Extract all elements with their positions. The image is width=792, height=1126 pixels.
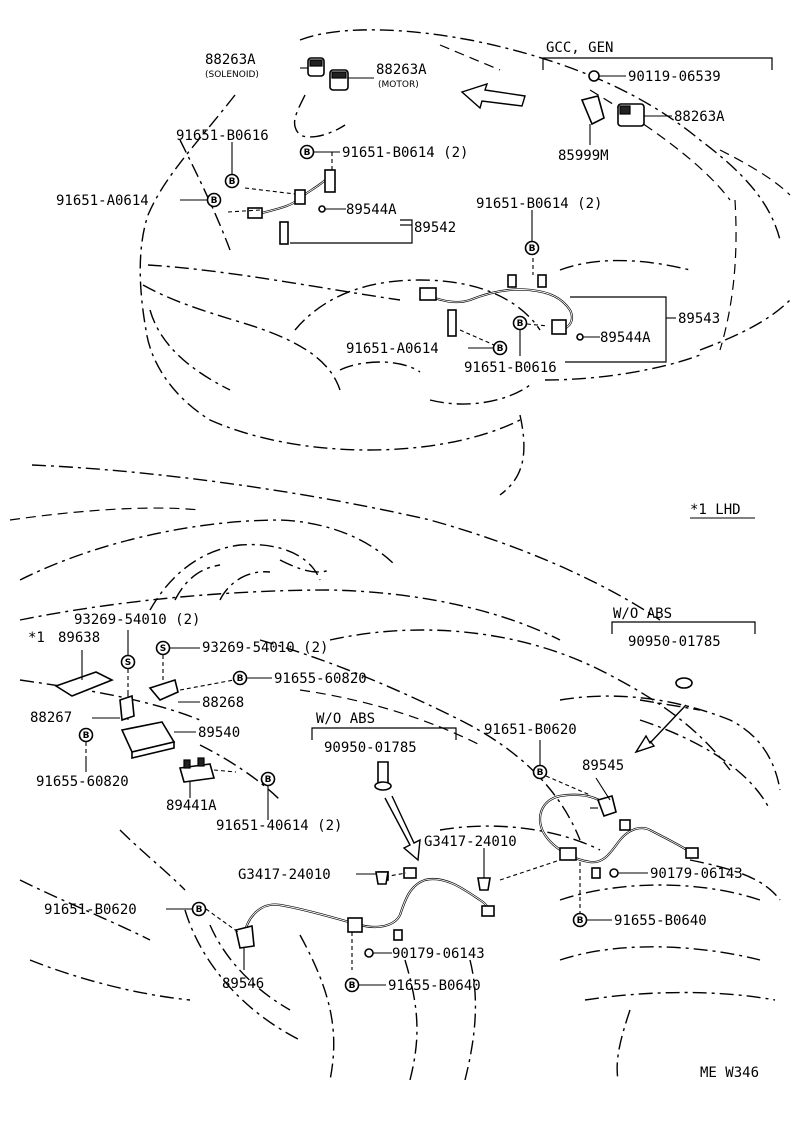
wo-abs-right-part: 90950-01785 — [628, 634, 721, 650]
label-g3417-24010-left: G3417-24010 — [238, 867, 331, 883]
bracket-88267-part — [92, 694, 135, 722]
svg-text:B: B — [304, 148, 311, 158]
label-89543: 89543 — [678, 311, 720, 327]
wo-abs-right-bracket: W/O ABS 90950-01785 — [611, 606, 756, 754]
svg-text:B: B — [517, 319, 524, 329]
sensor-89441a-part — [178, 757, 237, 798]
upper-leaders — [180, 142, 533, 356]
gcc-gen-label: GCC, GEN — [546, 40, 613, 56]
label-88263a-solenoid: 88263A — [205, 52, 256, 68]
label-91651-b0616-bottom: 91651-B0616 — [464, 360, 557, 376]
label-91651-b0620-left: 91651-B0620 — [44, 902, 137, 918]
clip-g3417-right-part — [477, 848, 491, 891]
svg-text:B: B — [229, 177, 236, 187]
label-89540: 89540 — [198, 725, 240, 741]
label-88263a-motor: 88263A — [376, 62, 427, 78]
motor-part — [329, 69, 374, 91]
bracket-88268-part — [148, 678, 200, 703]
wo-abs-mid-part: 90950-01785 — [324, 740, 417, 756]
label-90179-06143-left: 90179-06143 — [392, 946, 485, 962]
wo-abs-mid-bracket: W/O ABS 90950-01785 — [311, 711, 457, 862]
harness-89542 — [227, 152, 413, 245]
label-93269-54010-1: 93269-54010 (2) — [74, 612, 200, 628]
label-89546: 89546 — [222, 976, 264, 992]
gcc-gen-bracket: GCC, GEN — [542, 40, 773, 70]
svg-text:B: B — [349, 981, 356, 991]
svg-text:B: B — [497, 344, 504, 354]
arrow-pointer-upper — [460, 82, 526, 110]
wo-abs-mid-title: W/O ABS — [316, 711, 375, 727]
upper-bolt-markers: B B B B B B — [206, 144, 540, 356]
label-91651-b0616-top: 91651-B0616 — [176, 128, 269, 144]
label-91651-a0614-bottom: 91651-A0614 — [346, 341, 439, 357]
harness-89543 — [419, 258, 676, 363]
lhd-label: *1 LHD — [690, 502, 741, 518]
svg-text:B: B — [196, 905, 203, 915]
upper-car-body — [139, 29, 791, 496]
svg-text:B: B — [577, 916, 584, 926]
svg-text:S: S — [160, 644, 166, 654]
label-ref-1: *1 — [28, 630, 45, 646]
svg-text:B: B — [211, 196, 218, 206]
diagram-id: ME W346 — [700, 1065, 759, 1081]
svg-text:B: B — [237, 674, 244, 684]
lower-car-body — [9, 464, 781, 1081]
screw-90119-part — [588, 70, 626, 82]
label-88267: 88267 — [30, 710, 72, 726]
label-91655-b0640-left: 91655-B0640 — [388, 978, 481, 994]
label-91651-b0620-right: 91651-B0620 — [484, 722, 577, 738]
svg-text:B: B — [529, 244, 536, 254]
harness-89546 — [235, 867, 495, 970]
label-g3417-24010-right: G3417-24010 — [424, 834, 517, 850]
svg-text:B: B — [537, 768, 544, 778]
label-91655-60820-left: 91655-60820 — [36, 774, 129, 790]
sensor-88263a-right-part — [617, 103, 672, 127]
lhd-note: *1 LHD — [690, 502, 755, 519]
label-91655-b0640-right: 91655-B0640 — [614, 913, 707, 929]
label-91651-a0614-left: 91651-A0614 — [56, 193, 149, 209]
harness-89545 — [499, 793, 699, 916]
label-90119-06539: 90119-06539 — [628, 69, 721, 85]
wo-abs-right-title: W/O ABS — [613, 606, 672, 622]
label-93269-54010-2: 93269-54010 (2) — [202, 640, 328, 656]
label-89638: 89638 — [58, 630, 100, 646]
label-89542: 89542 — [414, 220, 456, 236]
label-89545: 89545 — [582, 758, 624, 774]
svg-text:B: B — [265, 775, 272, 785]
lower-right-markers: B B B B — [166, 740, 612, 993]
label-91655-60820-right: 91655-60820 — [274, 671, 367, 687]
module-89540-part — [120, 721, 196, 760]
bracket-85999m-part — [580, 95, 605, 145]
label-91651-b0614-top: 91651-B0614 (2) — [342, 145, 468, 161]
clip-g3417-left-part — [356, 871, 389, 885]
label-90179-06143-right: 90179-06143 — [650, 866, 743, 882]
label-solenoid: (SOLENOID) — [205, 70, 259, 80]
svg-text:B: B — [83, 731, 90, 741]
svg-text:S: S — [125, 658, 131, 668]
label-91651-b0614-mid: 91651-B0614 (2) — [476, 196, 602, 212]
label-88268: 88268 — [202, 695, 244, 711]
label-89544a-left: 89544A — [346, 202, 397, 218]
label-motor: (MOTOR) — [378, 80, 419, 90]
label-89441a: 89441A — [166, 798, 217, 814]
solenoid-part — [300, 57, 325, 77]
label-91651-40614: 91651-40614 (2) — [216, 818, 342, 834]
lower-left-markers: S S B B B — [78, 630, 276, 820]
label-85999m: 85999M — [558, 148, 609, 164]
label-88263a-right: 88263A — [674, 109, 725, 125]
label-89544a-right: 89544A — [600, 330, 651, 346]
